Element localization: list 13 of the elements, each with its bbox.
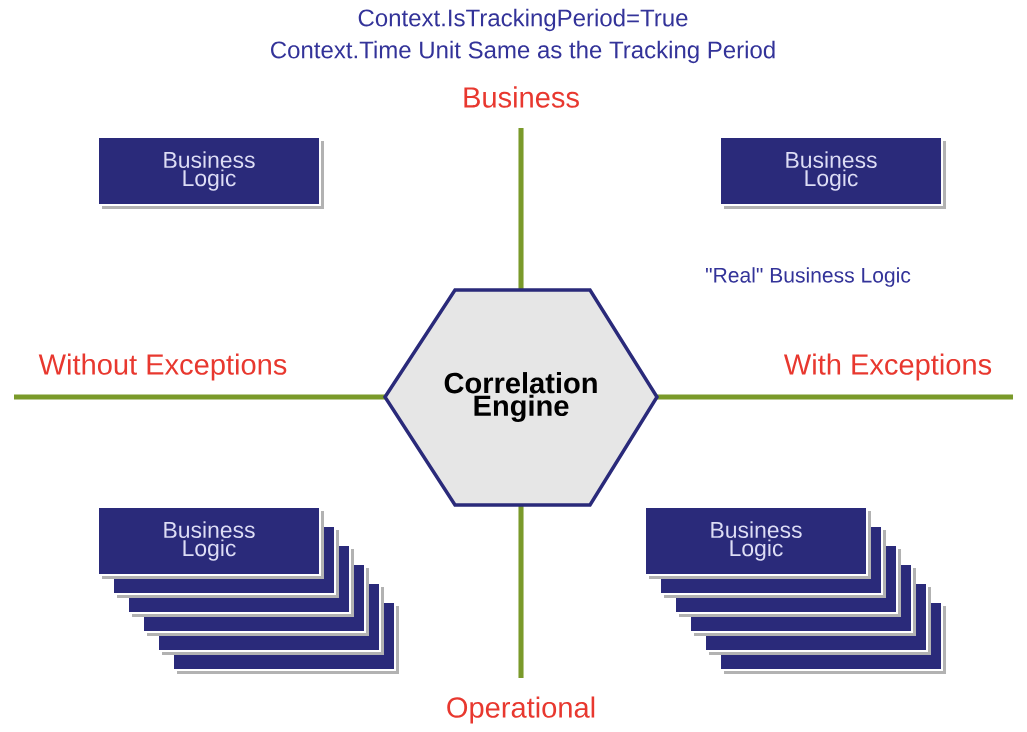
axis-label: With Exceptions [783, 353, 992, 381]
axis-label: Without Exceptions [38, 353, 287, 381]
axis-label: Business [464, 86, 579, 108]
heading-text: Context.Time Unit Same as the Tracking Period [271, 40, 775, 64]
axis-label: Operational [447, 696, 595, 724]
stacked-box: Business Logic [644, 506, 946, 674]
process-box: Business Logic [719, 136, 946, 209]
node-label: Business Logic [164, 521, 255, 561]
node-label: Business Logic [711, 521, 802, 561]
heading-text: Context.IsTrackingPeriod=True [358, 8, 688, 32]
stacked-box: Business Logic [97, 506, 399, 674]
process-box: Business Logic [97, 136, 324, 209]
annotation-text: "Real" Business Logic [706, 267, 911, 287]
